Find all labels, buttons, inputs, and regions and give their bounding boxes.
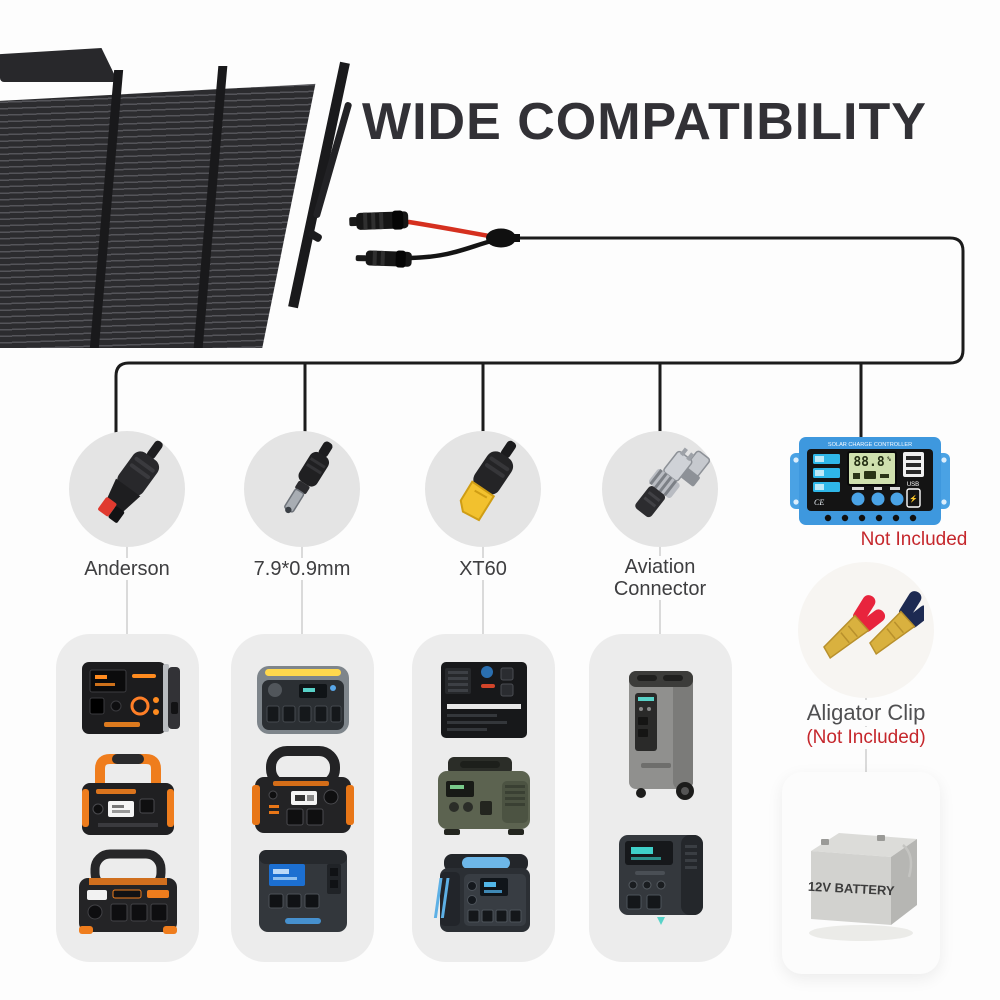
alligator-clip-note: (Not Included) — [802, 727, 930, 749]
label-dc-plug: 7.9*0.9mm — [248, 558, 356, 580]
ce-mark: CE — [814, 498, 824, 507]
power-station-gray-lightbar — [256, 666, 349, 734]
y-junction — [486, 228, 516, 248]
svg-text:⚡: ⚡ — [909, 494, 918, 503]
anderson-connector-circle — [69, 431, 185, 547]
controller-button — [890, 492, 904, 506]
product-column-dc-plug — [231, 634, 374, 962]
battery-card: 12V BATTERY — [782, 772, 940, 974]
controller-title: SOLAR CHARGE CONTROLLER — [828, 442, 912, 448]
xt60-connector-circle — [425, 431, 541, 547]
power-station-delta-dark — [618, 835, 703, 925]
power-station-black-loop-handle — [251, 746, 354, 833]
phone-icon — [906, 488, 921, 508]
mc4-y-branch-cable-icon — [114, 210, 965, 442]
inverter-generator-olive — [437, 757, 530, 835]
power-station-cube-blue-screen — [258, 850, 347, 932]
usb-label: USB — [907, 482, 919, 488]
controller-button — [871, 492, 885, 506]
alligator-clip-label: Aligator Clip — [802, 700, 930, 726]
dc-plug-connector-circle — [244, 431, 360, 547]
alligator-clip-circle — [798, 562, 934, 698]
page-title: WIDE COMPATIBILITY — [362, 93, 927, 151]
label-aviation-connector: Aviation Connector — [608, 556, 712, 600]
connector-line — [482, 546, 484, 636]
connector-line — [126, 546, 128, 636]
panel-case-flap — [0, 48, 118, 82]
lcd-value: 88.8 — [853, 455, 884, 470]
label-xt60: XT60 — [454, 558, 512, 580]
dc-barrel-plug-icon — [284, 441, 333, 514]
controller-indicators — [813, 454, 840, 492]
lcd-unit: % — [887, 456, 891, 463]
product-column-xt60 — [412, 634, 555, 962]
power-station-tower-wheels — [628, 671, 694, 800]
mc4-female-connector-icon — [349, 210, 409, 230]
12v-battery-icon: 12V BATTERY — [808, 833, 917, 941]
connector-line — [301, 546, 303, 636]
aviation-connector-icon — [635, 447, 710, 518]
controller-terminals — [824, 514, 917, 522]
solar-charge-controller-icon: SOLAR CHARGE CONTROLLER 88.8 % USB ⚡ CE — [790, 437, 950, 525]
generator-black-control-panel — [440, 662, 527, 738]
mc4-male-connector-icon — [355, 250, 412, 268]
red-wire — [406, 219, 498, 240]
product-column-aviation — [589, 634, 732, 962]
battery-label: 12V BATTERY — [808, 879, 896, 899]
controller-not-included-note: Not Included — [860, 529, 968, 550]
folding-solar-panel-icon — [0, 36, 353, 350]
power-station-black-orange-display — [81, 662, 180, 734]
anderson-connector-icon — [98, 440, 163, 523]
controller-button — [851, 492, 865, 506]
xt60-connector-icon — [459, 440, 517, 522]
product-column-anderson — [56, 634, 199, 962]
black-wire — [407, 237, 498, 261]
black-clip — [869, 591, 924, 656]
power-station-orange-trim-outlets — [78, 849, 177, 934]
aviation-connector-circle — [602, 431, 718, 547]
panel-array — [0, 83, 316, 348]
power-station-orange-handle — [81, 754, 174, 835]
red-clip — [823, 595, 886, 660]
lcd-icons — [853, 471, 889, 479]
power-station-blue-handle — [433, 854, 530, 932]
label-anderson: Anderson — [79, 558, 175, 580]
alligator-clips-icon — [823, 591, 924, 660]
